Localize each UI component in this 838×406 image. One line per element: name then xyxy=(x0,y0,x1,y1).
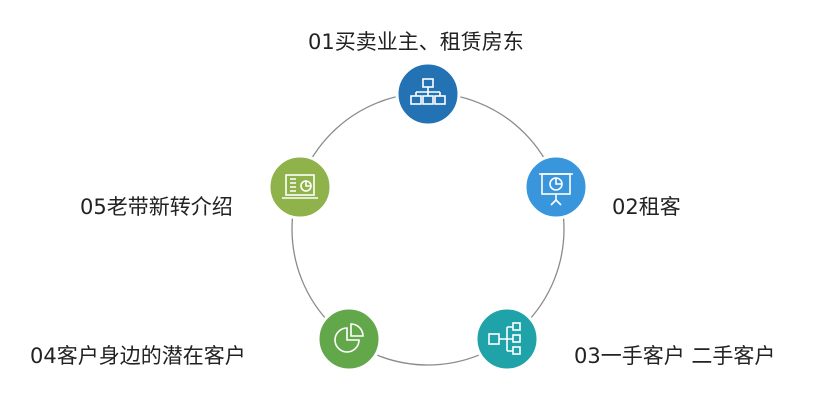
node-01-label: 01买卖业主、租赁房东 xyxy=(308,30,524,54)
laptop-report-icon xyxy=(282,174,318,199)
node-02 xyxy=(523,154,589,220)
node-03 xyxy=(474,306,540,372)
node-01 xyxy=(395,61,461,127)
node-03-label: 03一手客户 二手客户 xyxy=(574,344,776,368)
node-02-label: 02租客 xyxy=(612,195,681,219)
node-05 xyxy=(267,154,333,220)
pie-chart-icon xyxy=(334,323,364,353)
presentation-board-icon xyxy=(539,173,573,206)
node-04 xyxy=(316,306,382,372)
tree-structure-icon xyxy=(488,322,521,355)
node-05-label: 05老带新转介绍 xyxy=(80,195,233,219)
node-04-label: 04客户身边的潜在客户 xyxy=(30,344,246,368)
org-chart-icon xyxy=(410,78,446,105)
